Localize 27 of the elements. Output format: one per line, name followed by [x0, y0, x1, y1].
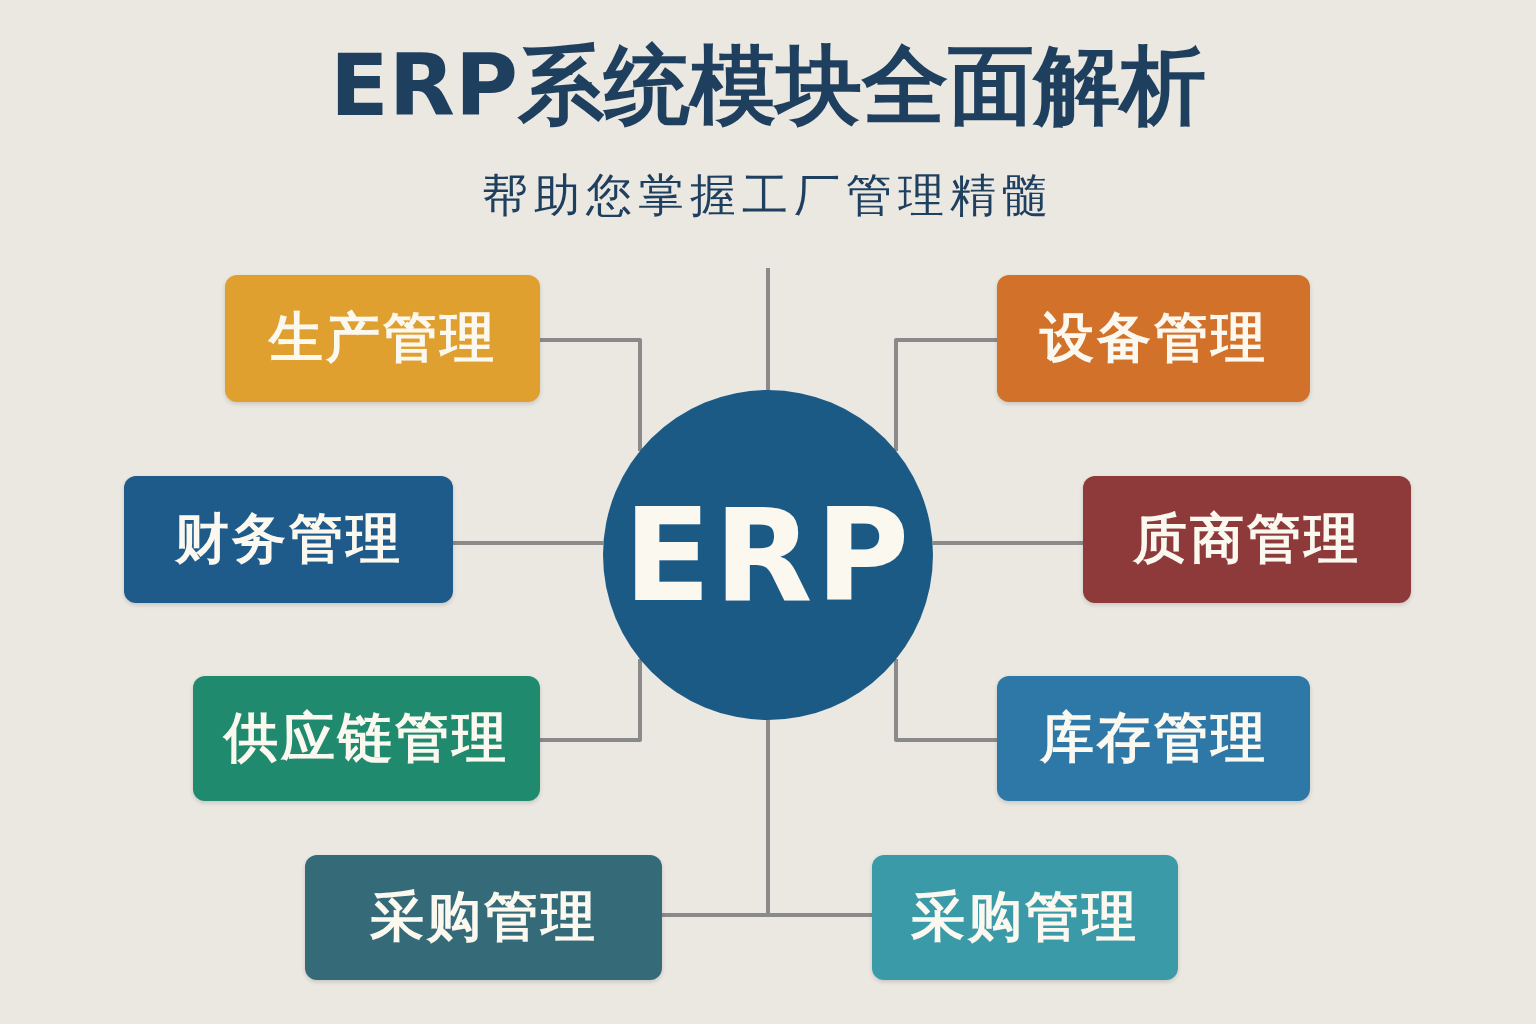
title: ERP系统模块全面解析: [330, 38, 1206, 133]
connector-line: [540, 659, 642, 742]
module-label: 采购管理: [911, 884, 1139, 950]
module-box: [225, 275, 540, 402]
module-label: 财务管理: [174, 506, 403, 572]
module-box: [124, 476, 453, 603]
module-box: [305, 855, 662, 980]
connector-line: [766, 268, 770, 390]
subtitle: 帮助您掌握工厂管理精髓: [482, 168, 1054, 224]
module-label: 质商管理: [1133, 506, 1361, 572]
center-label: ERP: [623, 480, 913, 630]
connector-line: [453, 541, 604, 545]
module-box: [872, 855, 1178, 980]
connector-line: [540, 338, 642, 451]
module-box: [997, 275, 1310, 402]
module-box: [193, 676, 540, 801]
module-box: [997, 676, 1310, 801]
module-label: 供应链管理: [224, 705, 509, 771]
connector-line: [766, 720, 872, 917]
module-label: 采购管理: [369, 884, 598, 950]
module-label: 生产管理: [268, 305, 497, 371]
connector-line: [932, 541, 1083, 545]
connector-line: [894, 659, 997, 742]
module-box: [1083, 476, 1411, 603]
module-label: 库存管理: [1039, 705, 1268, 771]
connector-line: [894, 338, 997, 451]
module-label: 设备管理: [1039, 305, 1268, 371]
